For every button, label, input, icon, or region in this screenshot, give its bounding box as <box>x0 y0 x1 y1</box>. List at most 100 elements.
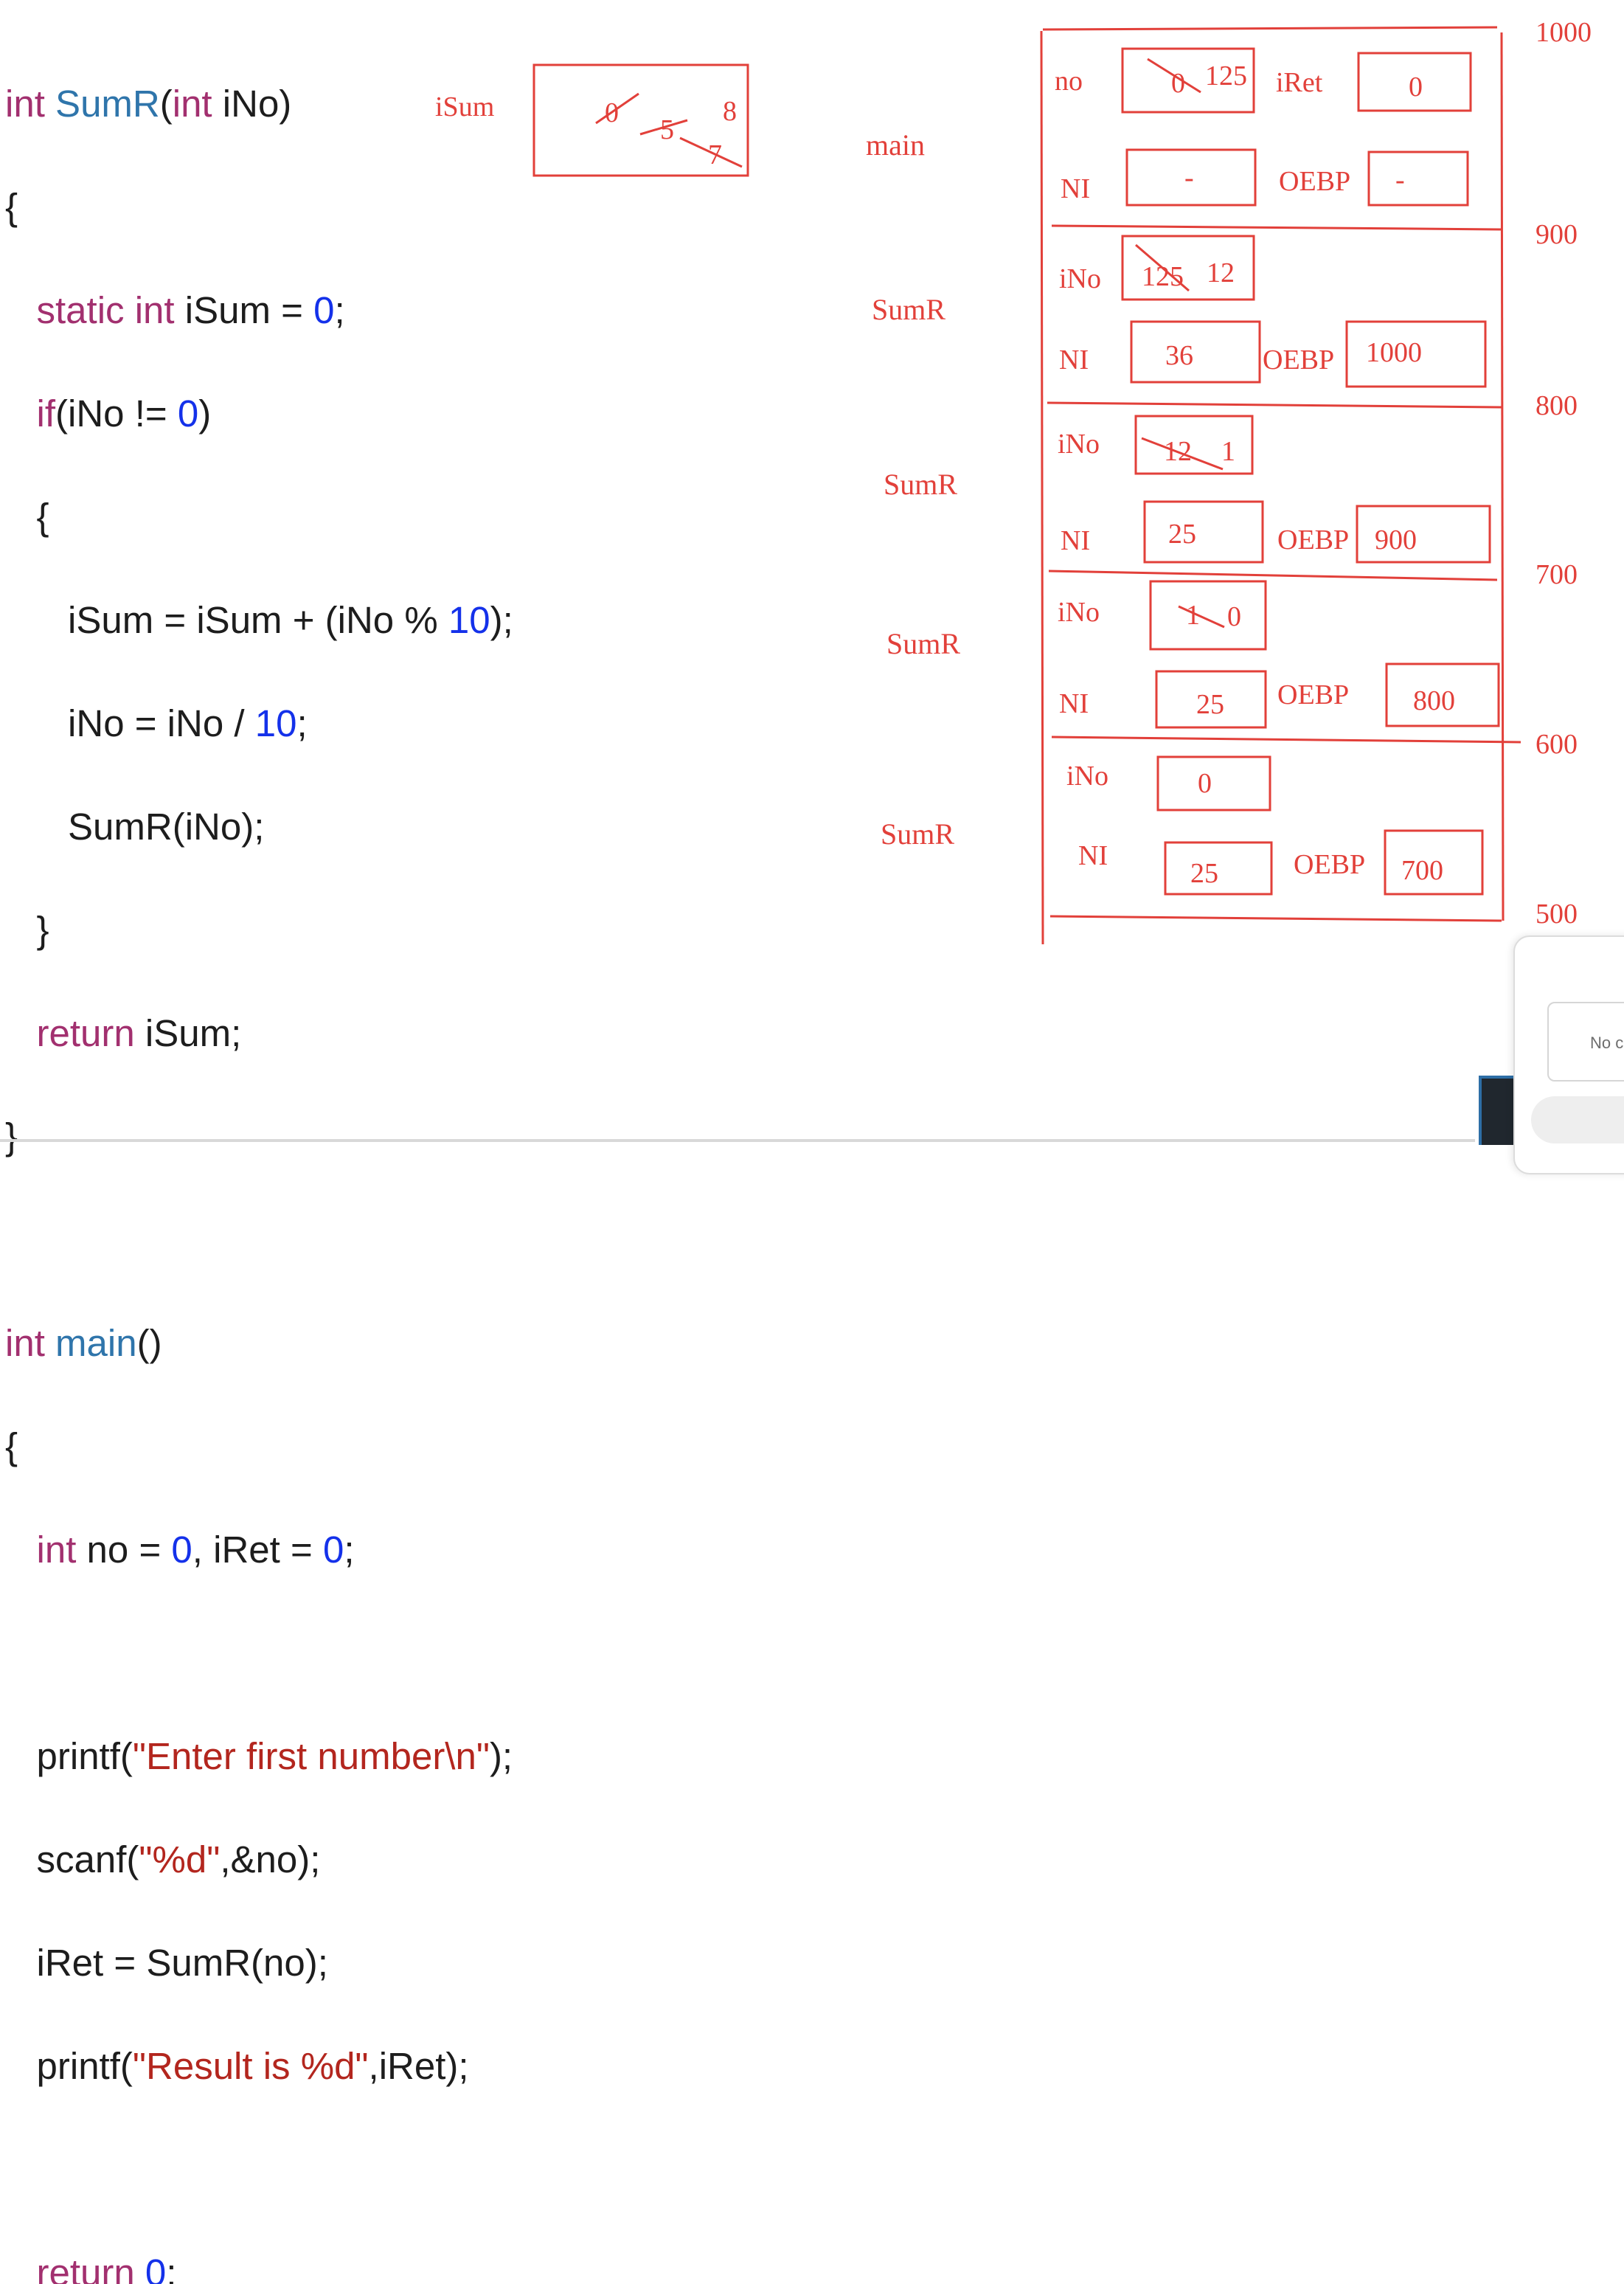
current-value: 125 <box>1205 60 1247 91</box>
isum-value-current: 8 <box>723 96 737 127</box>
code-line-return: return iSum; <box>5 1008 513 1059</box>
code-text: { <box>36 496 49 538</box>
code-text: iSum = iSum + (iNo % <box>68 599 448 641</box>
number-literal: 0 <box>145 2252 167 2284</box>
code-text: } <box>36 909 49 951</box>
stack-frame-sumr: iNo 12 1 NI 25 OEBP 900 <box>1058 415 1491 564</box>
current-value: 0 <box>1227 601 1241 632</box>
keyword: int <box>172 83 212 125</box>
old-value: 1 <box>1186 600 1200 631</box>
var-label: OEBP <box>1277 525 1349 556</box>
code-line-brace: { <box>5 491 513 543</box>
code-text: ; <box>334 289 345 331</box>
code-text: (iNo != <box>55 392 178 435</box>
var-label: OEBP <box>1263 345 1334 376</box>
address-label: 900 <box>1535 219 1578 250</box>
string-literal: "Result is %d" <box>132 2045 369 2087</box>
keyword: return <box>36 1012 135 1054</box>
value-box <box>1121 235 1255 301</box>
number-literal: 0 <box>171 1529 192 1571</box>
strike-mark <box>1141 437 1224 471</box>
value-box <box>1155 670 1267 729</box>
strike-mark <box>639 119 688 136</box>
var-label: NI <box>1078 840 1108 871</box>
keyword: static int <box>36 289 175 331</box>
whiteboard-sketch: iSum 0 5 7 8 main SumR SumR SumR SumR 10… <box>435 17 1592 945</box>
popup-button[interactable] <box>1531 1096 1624 1143</box>
code-line-if: if(iNo != 0) <box>5 388 513 440</box>
popup-input[interactable]: No c <box>1547 1002 1624 1082</box>
window-thumbnail[interactable] <box>1479 1076 1517 1145</box>
code-text: printf( <box>36 2045 133 2087</box>
current-value: 25 <box>1190 858 1218 889</box>
number-literal: 0 <box>177 392 199 435</box>
code-line-brace: { <box>5 1425 18 1467</box>
code-text: ( <box>159 83 173 125</box>
var-label: OEBP <box>1277 679 1349 710</box>
code-text: iNo = iNo / <box>68 702 255 744</box>
function-name: SumR <box>55 83 160 125</box>
var-label: NI <box>1059 688 1089 719</box>
isum-value-struck: 5 <box>660 114 674 145</box>
current-value: 12 <box>1207 257 1235 288</box>
code-text: ,&no); <box>220 1838 321 1880</box>
frame-name-main: main <box>866 128 925 162</box>
code-line-recursive-call: SumR(iNo); <box>5 801 513 853</box>
var-label: NI <box>1061 525 1090 556</box>
keyword: if <box>36 392 56 435</box>
code-text: , iRet = <box>192 1529 323 1571</box>
address-label: 600 <box>1535 729 1578 760</box>
var-label: NI <box>1059 345 1089 376</box>
var-label: iNo <box>1059 263 1101 294</box>
frame-name-sumr: SumR <box>881 817 954 851</box>
code-line-sumr-signature: int SumR(int iNo) <box>5 78 513 130</box>
code-text: iNo) <box>212 83 292 125</box>
stack-frame-sumr: iNo 0 NI 25 OEBP 700 <box>1066 755 1484 896</box>
var-label: iNo <box>1066 761 1108 792</box>
value-box <box>1149 580 1267 651</box>
number-literal: 0 <box>313 289 335 331</box>
function-name: main <box>55 1322 137 1364</box>
address-label: 500 <box>1535 899 1578 930</box>
code-text: ; <box>296 702 308 744</box>
value-box <box>1156 755 1271 811</box>
var-label: OEBP <box>1279 166 1350 197</box>
code-text: iSum = <box>174 289 314 331</box>
number-literal: 0 <box>322 1529 344 1571</box>
strike-mark <box>1135 243 1190 292</box>
var-label: iRet <box>1276 67 1323 98</box>
code-line-blank <box>5 2144 513 2195</box>
code-text: ); <box>490 599 513 641</box>
static-variable-frame <box>532 63 749 177</box>
code-line-ino-update: iNo = iNo / 10; <box>5 698 513 750</box>
number-literal: 10 <box>448 599 490 641</box>
code-text: ; <box>344 1529 355 1571</box>
code-text: iRet = SumR(no); <box>36 1942 328 1984</box>
strike-mark <box>679 136 743 168</box>
frame-name-sumr: SumR <box>886 627 960 660</box>
current-value: 1000 <box>1366 337 1422 368</box>
frame-name-sumr: SumR <box>884 468 957 501</box>
code-line-declaration: int no = 0, iRet = 0; <box>5 1524 513 1576</box>
value-box <box>1143 500 1264 564</box>
string-literal: "%d" <box>139 1838 221 1880</box>
code-text: ; <box>166 2252 177 2284</box>
code-text: ) <box>198 392 212 435</box>
code-text: ,iRet); <box>368 2045 469 2087</box>
code-line-blank <box>5 1627 513 1679</box>
var-label: NI <box>1061 173 1090 204</box>
code-text: printf( <box>36 1735 133 1777</box>
value-box <box>1367 150 1469 207</box>
code-line-main-signature: int main() <box>5 1318 513 1369</box>
code-line-scanf: scanf("%d",&no); <box>5 1834 513 1886</box>
value-box <box>1385 662 1500 727</box>
code-line-brace: { <box>5 186 18 228</box>
value-box <box>1384 829 1484 896</box>
keyword: return <box>36 2252 135 2284</box>
code-text <box>135 2252 145 2284</box>
keyword: int <box>5 1322 45 1364</box>
frame-name-sumr: SumR <box>872 293 945 326</box>
current-value: 1 <box>1221 436 1235 467</box>
value-box <box>1164 841 1273 896</box>
address-label: 700 <box>1535 559 1578 590</box>
